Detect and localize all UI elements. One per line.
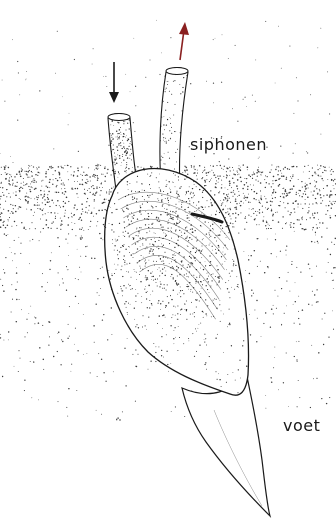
outflow-arrow-icon xyxy=(179,22,189,60)
inflow-arrow-icon xyxy=(109,62,119,103)
siphons-label: siphonen xyxy=(190,135,267,154)
foot-label: voet xyxy=(283,416,320,435)
shell xyxy=(104,159,250,398)
foot xyxy=(182,372,270,516)
